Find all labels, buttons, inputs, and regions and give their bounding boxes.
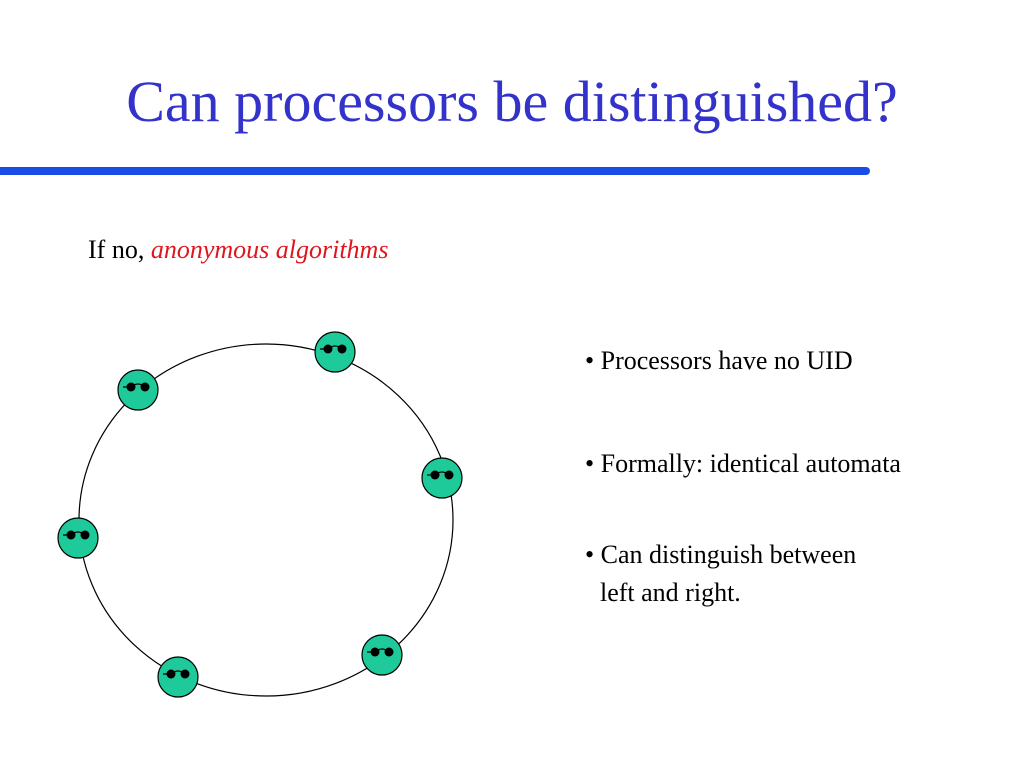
slide-title: Can processors be distinguished? xyxy=(126,69,898,134)
processor-node xyxy=(117,369,159,411)
bullet-continuation: left and right. xyxy=(600,578,741,607)
processor-face-icon xyxy=(163,669,190,679)
subtitle-emphasis: anonymous algorithms xyxy=(150,235,389,264)
bullet-text: • Can distinguish between xyxy=(585,540,857,569)
processor-node xyxy=(57,517,99,559)
processor-face-icon xyxy=(427,470,454,480)
processor-face-icon xyxy=(367,647,394,657)
subtitle-prefix: If no, xyxy=(88,235,145,264)
processor-node xyxy=(157,656,199,698)
bullet-item: • Formally: identical automata xyxy=(585,449,901,478)
bullet-item: • Processors have no UID xyxy=(585,346,853,375)
title-underline xyxy=(0,167,870,175)
processor-face-icon xyxy=(320,344,347,354)
subtitle: If no, anonymous algorithms xyxy=(88,233,388,267)
processor-node xyxy=(361,634,403,676)
processor-node xyxy=(421,457,463,499)
processor-face-icon xyxy=(123,382,150,392)
processor-node xyxy=(314,331,356,373)
bullet-item: • Can distinguish between left and right… xyxy=(585,536,856,612)
processor-face-icon xyxy=(63,530,90,540)
